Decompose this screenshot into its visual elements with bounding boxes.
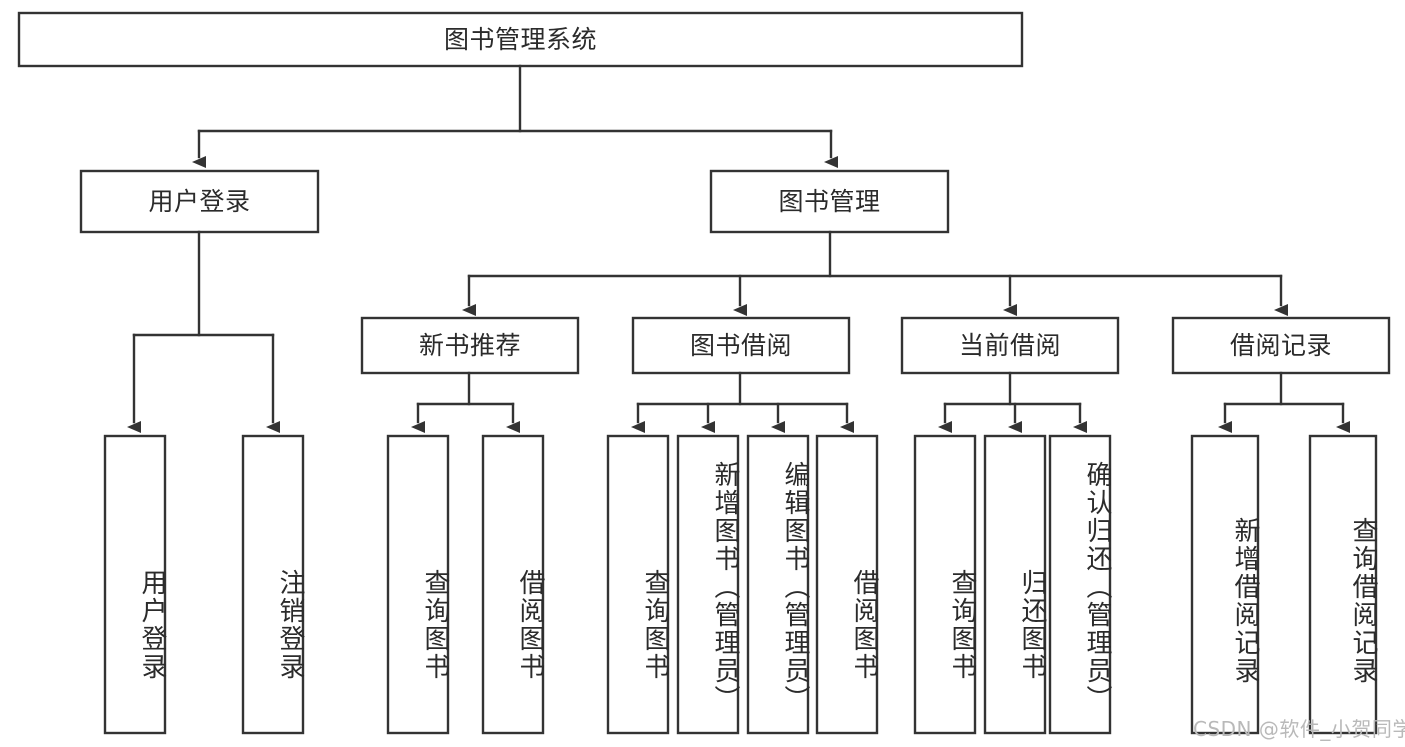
node-box-root[interactable] (17, 11, 1024, 68)
node-box-new-book-recommend[interactable] (360, 316, 580, 375)
node-box-leaf-user-logout[interactable] (241, 434, 305, 735)
watermark-text: CSDN @软件_小贺同学 (1193, 717, 1405, 741)
node-box-borrow-record[interactable] (1171, 316, 1391, 375)
node-box-book-borrow[interactable] (631, 316, 851, 375)
node-box-leaf-confirm-return[interactable] (1048, 434, 1112, 735)
node-box-leaf-query-book-1[interactable] (386, 434, 450, 735)
node-box-leaf-query-book-3[interactable] (913, 434, 977, 735)
node-box-leaf-edit-book[interactable] (746, 434, 810, 735)
node-box-book-manage[interactable] (709, 169, 950, 234)
node-box-leaf-query-book-2[interactable] (606, 434, 670, 735)
node-box-user-login[interactable] (79, 169, 320, 234)
node-box-leaf-query-record[interactable] (1308, 434, 1378, 735)
node-box-leaf-add-record[interactable] (1190, 434, 1260, 735)
node-box-leaf-user-login[interactable] (103, 434, 167, 735)
node-box-current-borrow[interactable] (900, 316, 1120, 375)
node-box-leaf-add-book[interactable] (676, 434, 740, 735)
node-box-leaf-borrow-book-2[interactable] (815, 434, 879, 735)
node-box-leaf-borrow-book-1[interactable] (481, 434, 545, 735)
node-box-leaf-return-book[interactable] (983, 434, 1047, 735)
